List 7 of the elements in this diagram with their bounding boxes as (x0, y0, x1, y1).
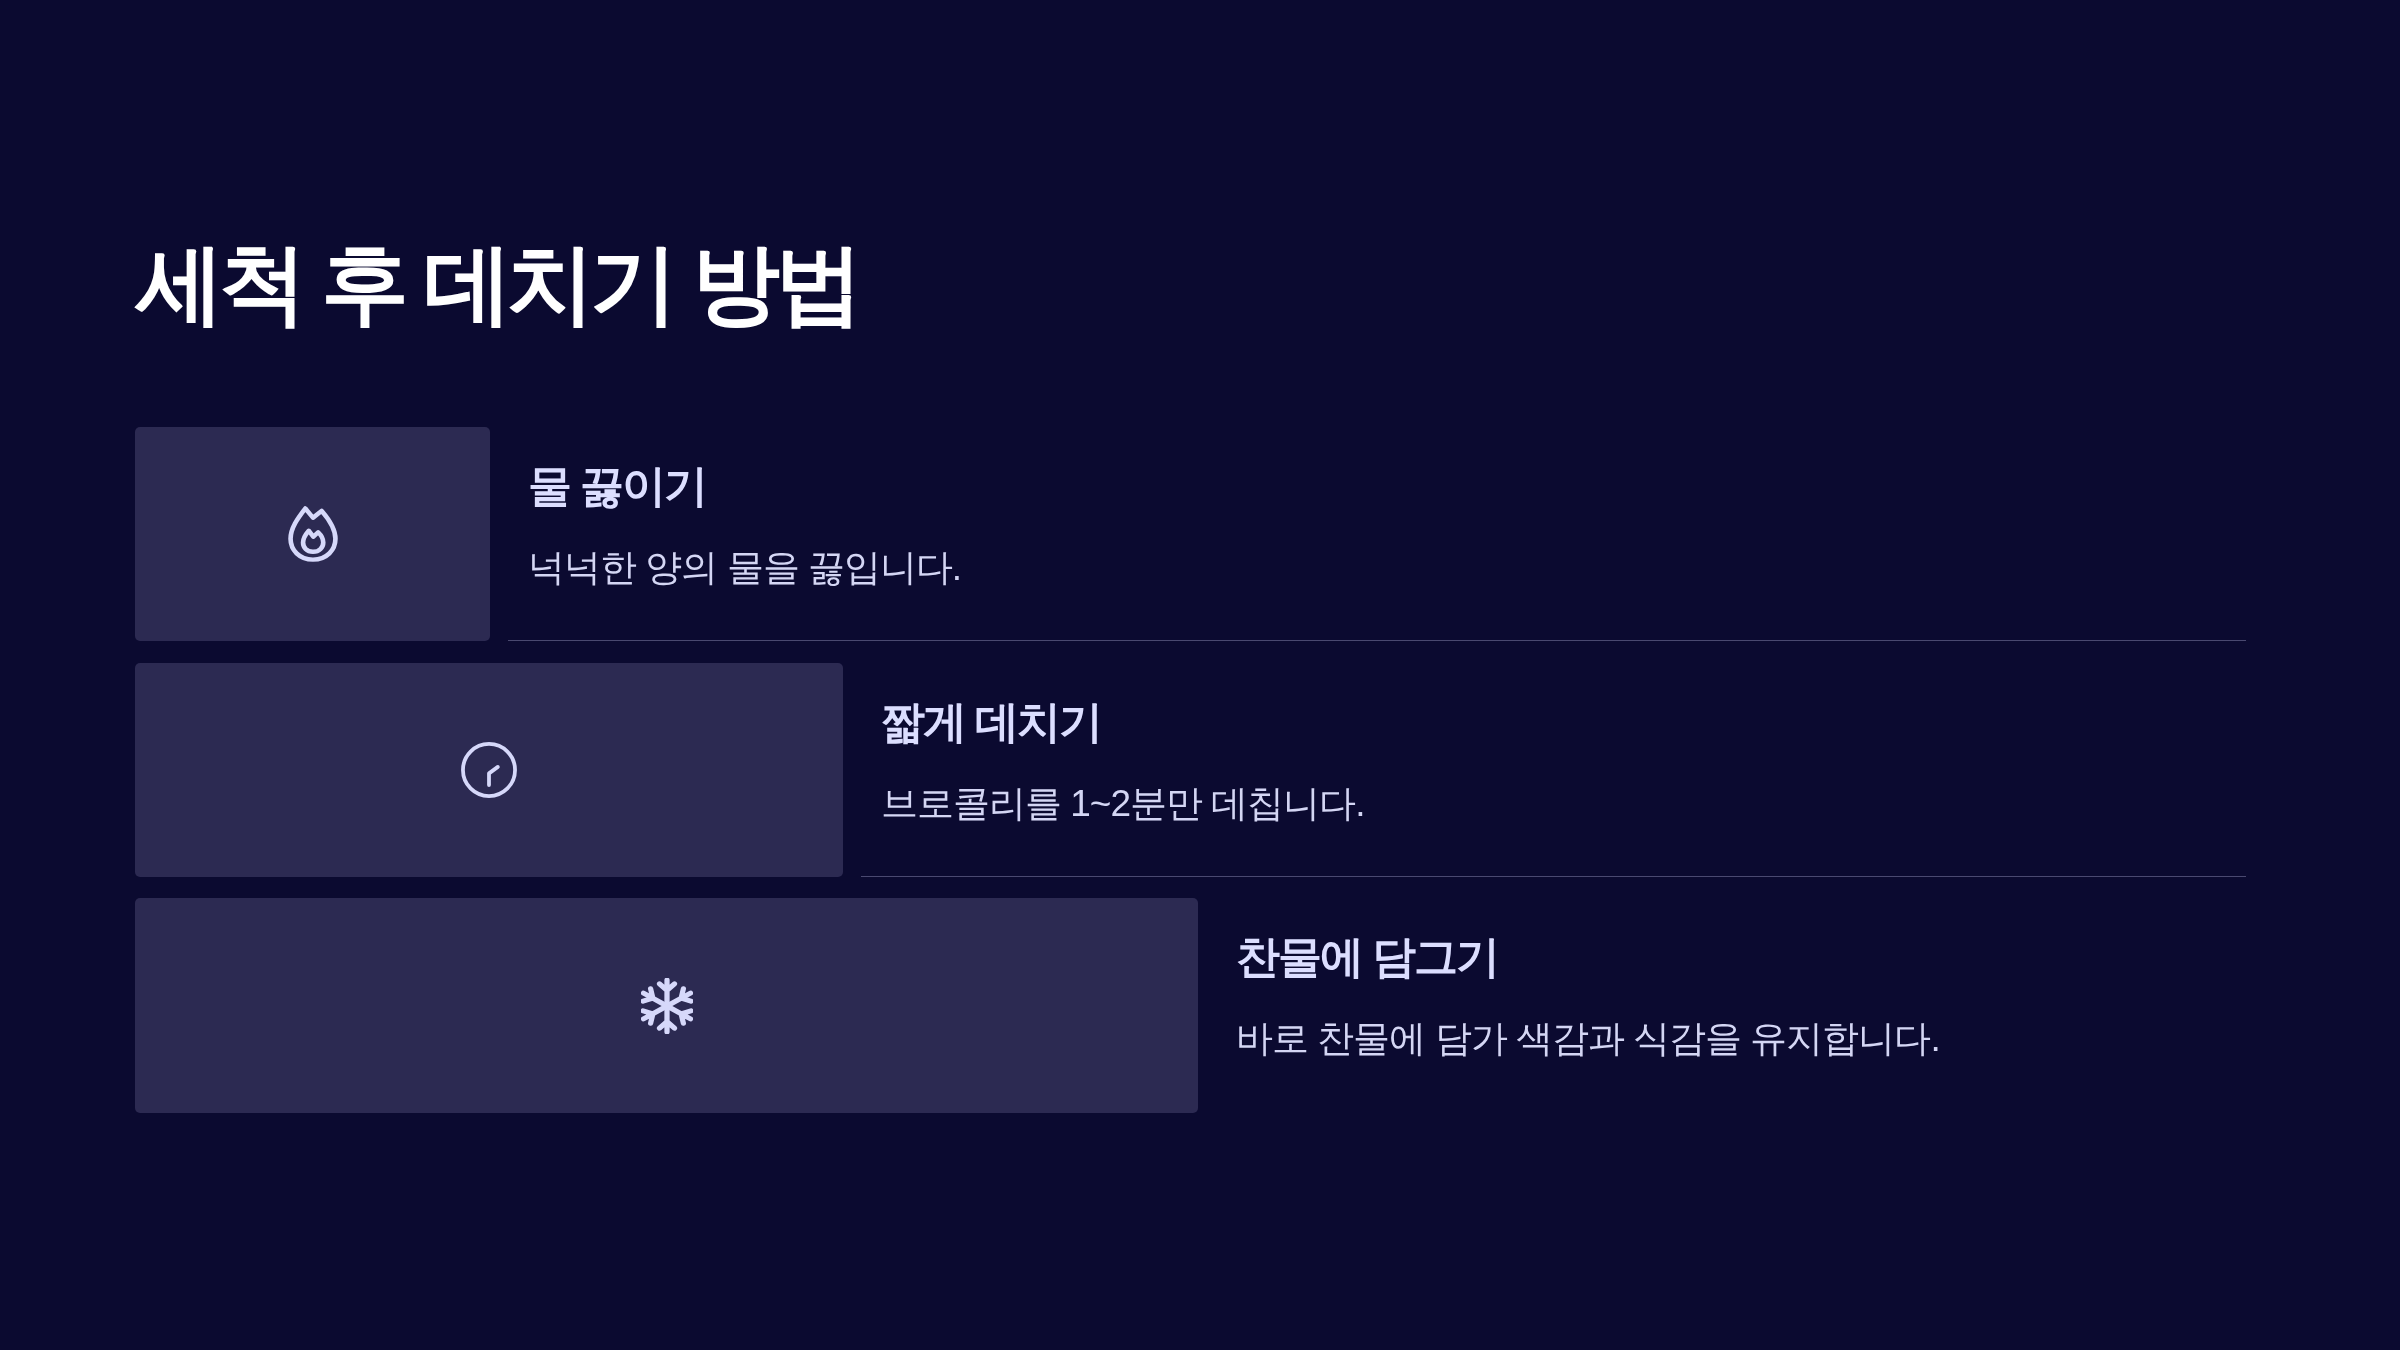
step-description: 바로 찬물에 담가 색감과 식감을 유지합니다. (1236, 1017, 1940, 1061)
step-title: 짧게 데치기 (881, 696, 1102, 748)
step-title: 찬물에 담그기 (1236, 931, 1499, 983)
step-description: 브로콜리를 1~2분만 데칩니다. (881, 782, 1365, 826)
step-title: 물 끓이기 (528, 460, 707, 512)
page-title: 세척 후 데치기 방법 (136, 238, 859, 331)
step-description: 넉넉한 양의 물을 끓입니다. (528, 546, 962, 590)
